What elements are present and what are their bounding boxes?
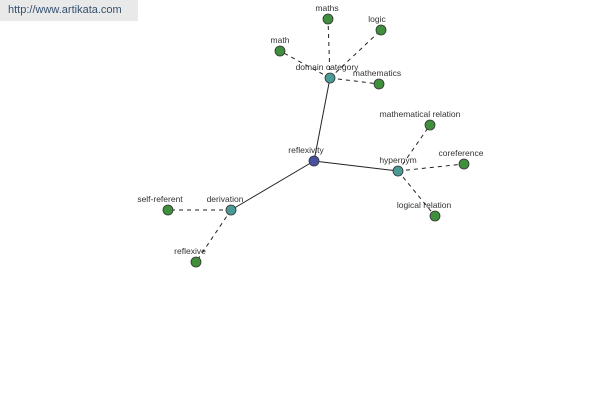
node-mathematics[interactable] [373,78,385,90]
node-hypernym[interactable] [392,165,404,177]
node-label-domain-category: domain category [296,62,360,72]
edges-layer [168,18,465,263]
node-derivation[interactable] [225,204,237,216]
node-label-mathematical-relation: mathematical relation [380,109,461,119]
edge-hypernym-mathematical-relation [397,124,431,172]
source-link[interactable]: http://www.artikata.com [8,4,122,16]
edge-domain-category-mathematics [329,77,380,85]
edge-reflexivity-hypernym [313,160,399,172]
node-logical-relation[interactable] [429,210,441,222]
node-self-referent[interactable] [162,204,174,216]
edge-hypernym-logical-relation [397,170,436,217]
node-logic[interactable] [375,24,387,36]
node-label-coreference: coreference [439,148,484,158]
node-reflexive[interactable] [190,256,202,268]
source-banner: http://www.artikata.com [0,0,138,21]
node-mathematical-relation[interactable] [424,119,436,131]
node-label-derivation: derivation [207,194,244,204]
labels-layer: reflexivity domain category hypernym deriva… [137,3,483,256]
node-coreference[interactable] [458,158,470,170]
node-reflexivity[interactable] [308,155,320,167]
node-label-self-referent: self-referent [137,194,183,204]
edge-derivation-reflexive [195,209,232,263]
edge-reflexivity-derivation [230,160,315,211]
node-label-reflexive: reflexive [174,246,206,256]
node-label-mathematics: mathematics [353,68,401,78]
node-label-logic: logic [368,14,386,24]
node-label-logical-relation: logical relation [397,200,452,210]
node-label-math: math [271,35,290,45]
edge-domain-category-maths [327,18,331,79]
node-label-maths: maths [315,3,338,13]
node-label-hypernym: hypernym [379,155,416,165]
node-label-reflexivity: reflexivity [288,145,324,155]
nodes-layer [162,13,470,268]
node-math[interactable] [274,45,286,57]
node-maths[interactable] [322,13,334,25]
node-domain-category[interactable] [324,72,336,84]
edge-reflexivity-domain-category [313,77,331,162]
edge-domain-category-logic [329,29,382,79]
edge-hypernym-coreference [397,163,465,172]
edge-domain-category-math [279,50,331,79]
